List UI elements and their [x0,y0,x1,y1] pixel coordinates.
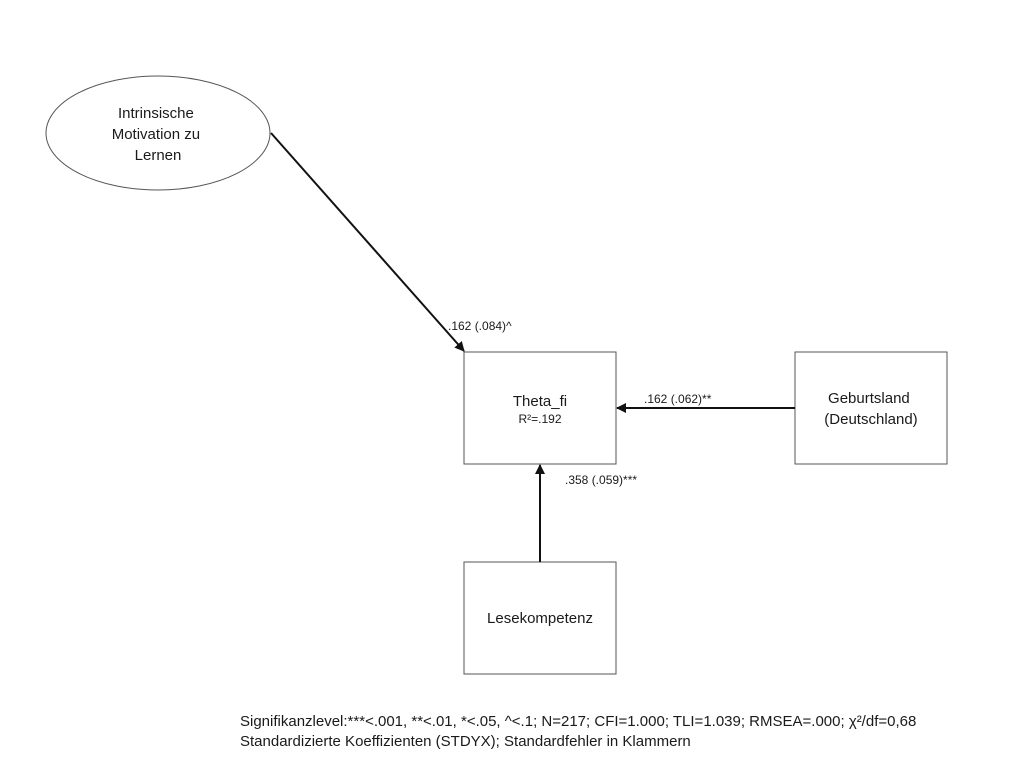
coef-lesekompetenz-to-theta: .358 (.059)*** [565,473,637,487]
svg-text:Geburtsland (Deutschland: Geburtsland (Deutschland) [824,390,917,428]
svg-text:Intrinsische Motivation: Intrinsische Motivation zu Lernen [112,105,205,164]
theta-label: Theta_fi [513,393,567,410]
model-fit-footnote: Signifikanzlevel:***<.001, **<.01, *<.05… [240,712,916,752]
lesekompetenz-label: Lesekompetenz [487,610,593,627]
theta-r-squared: R²=.192 [518,412,561,426]
footnote-significance-line: Signifikanzlevel:***<.001, **<.01, *<.05… [240,713,917,730]
geburtsland-label-line-2: (Deutschland) [824,411,917,428]
path-motivation-to-theta [270,132,465,352]
latent-ellipse [45,75,271,191]
coef-motivation-to-theta: .162 (.084)^ [448,319,512,333]
coef-geburtsland-to-theta: .162 (.062)** [644,392,712,406]
node-geburtsland: Geburtsland (Deutschland) [794,351,948,465]
node-theta-fi: Theta_fi R²=.192 [463,351,617,465]
geburtsland-box [794,351,948,465]
motivation-label-line-3: Lernen [135,147,182,164]
motivation-label-line-1: Intrinsische [118,105,194,122]
node-intrinsische-motivation: Intrinsische Motivation zu Lernen [45,75,271,191]
motivation-label-line-2: Motivation zu [112,126,200,143]
lesekompetenz-box [463,561,617,675]
theta-box [463,351,617,465]
footnote-coefficients-line: Standardizierte Koeffizienten (STDYX); S… [240,733,691,750]
node-lesekompetenz: Lesekompetenz [463,561,617,675]
geburtsland-label-line-1: Geburtsland [828,390,910,407]
